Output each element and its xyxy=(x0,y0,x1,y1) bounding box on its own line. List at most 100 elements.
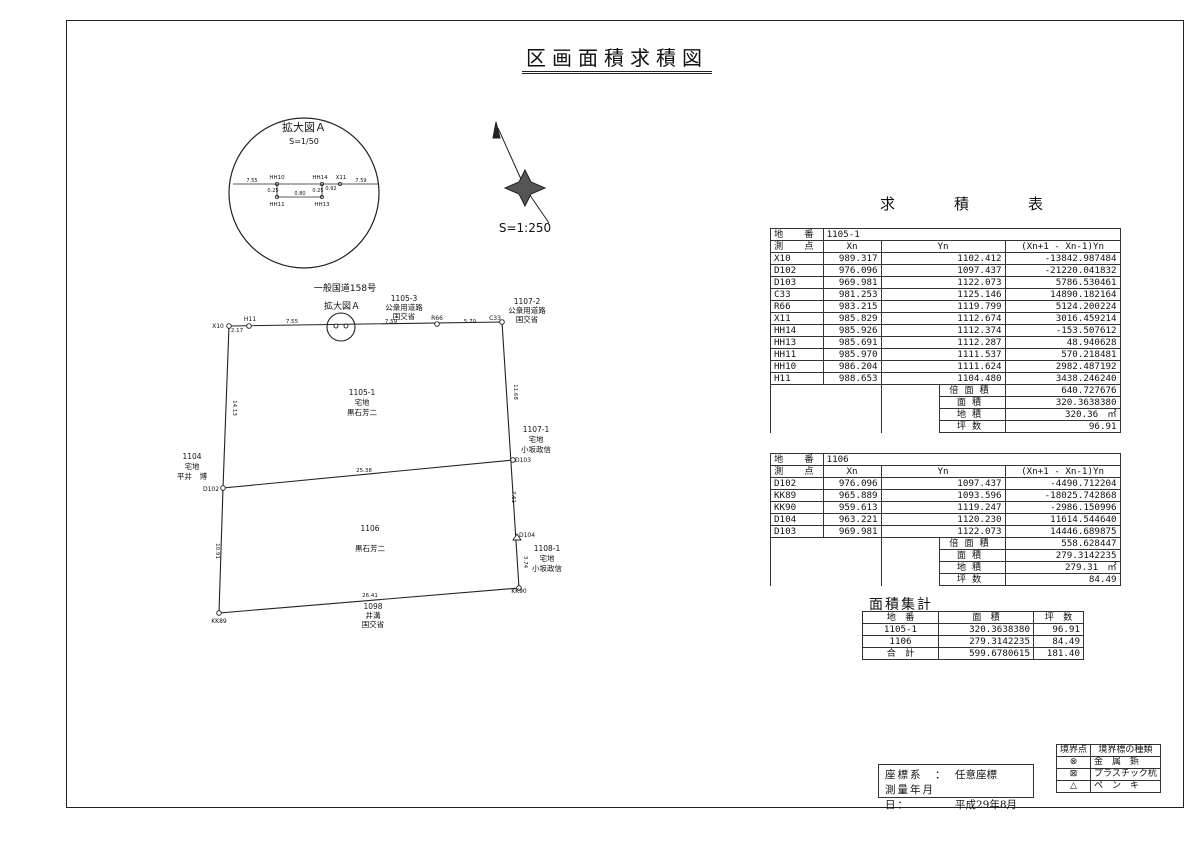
blank-cell xyxy=(770,573,882,586)
dim-label: 14.13 xyxy=(231,400,237,416)
detail-label: HH11 xyxy=(269,202,284,208)
summary-total-row: 合 計 599.6780615 181.40 xyxy=(862,647,1084,660)
blank-cell xyxy=(880,420,940,433)
detail-dim: 0.92 xyxy=(325,186,336,192)
summary-cell: 合 計 xyxy=(862,647,939,660)
point-label: D102 xyxy=(203,486,219,493)
adjacent-lot: 1098 xyxy=(363,602,382,611)
north-arrow-icon xyxy=(492,121,550,224)
col-header: 測 点 xyxy=(770,465,824,478)
table-cell: 279.31 ㎡ xyxy=(1004,561,1121,574)
table-cell: HH13 xyxy=(770,336,824,349)
calc-table-1105-1: 地 番 1105-1 測 点 Xn Yn (Xn+1 - Xn-1)Yn X10… xyxy=(770,228,1121,433)
legend-label: 金 属 鋲 xyxy=(1090,756,1161,769)
coord-system-label: 座標系 ： xyxy=(885,769,948,781)
col-header: Yn xyxy=(880,465,1006,478)
point-label: R66 xyxy=(431,315,443,322)
table-cell: 988.653 xyxy=(822,372,882,385)
table-cell: D102 xyxy=(770,477,824,490)
table-cell: 5786.530461 xyxy=(1004,276,1121,289)
table-cell: HH14 xyxy=(770,324,824,337)
table-cell: 面積 xyxy=(938,549,1006,562)
dim-label: 26.41 xyxy=(362,593,378,599)
blank-cell xyxy=(880,561,940,574)
point-label: D104 xyxy=(519,532,535,539)
table-cell: 1104.480 xyxy=(880,372,1006,385)
table-cell: 14446.689875 xyxy=(1004,525,1121,538)
table-cell: 1097.437 xyxy=(880,264,1006,277)
table-cell: 320.36 ㎡ xyxy=(1004,408,1121,421)
col-header: 測 点 xyxy=(770,240,824,253)
table-cell: 985.970 xyxy=(822,348,882,361)
table-cell: 1112.374 xyxy=(880,324,1006,337)
table-cell: 969.981 xyxy=(822,276,882,289)
adjacent-lot: 1104 xyxy=(182,452,201,461)
table-cell: 5124.200224 xyxy=(1004,300,1121,313)
adjacent-lot: 井溝 xyxy=(366,610,381,620)
coord-system-value: 任意座標 xyxy=(955,769,997,781)
adjacent-lot: 国交省 xyxy=(516,314,539,324)
legend-header: 境界点 xyxy=(1055,744,1092,757)
table-cell: 2982.487192 xyxy=(1004,360,1121,373)
table-cell: 1119.799 xyxy=(880,300,1006,313)
table-cell: 14890.182164 xyxy=(1004,288,1121,301)
table-cell: 1102.412 xyxy=(880,252,1006,265)
lot-label: 宅地 xyxy=(355,397,370,407)
detail-scale: S=1/50 xyxy=(289,137,319,146)
table-cell: 11614.544640 xyxy=(1004,513,1121,526)
table-cell: 地積 xyxy=(938,408,1006,421)
table-cell: D103 xyxy=(770,276,824,289)
point-label: C33 xyxy=(489,315,501,322)
chiban-value: 1105-1 xyxy=(822,228,1121,241)
table-cell: 坪数 xyxy=(938,573,1006,586)
blank-cell xyxy=(880,573,940,586)
blank-cell xyxy=(770,384,882,397)
point-label: X10 xyxy=(212,323,224,330)
table-cell: 976.096 xyxy=(822,264,882,277)
table-cell: 558.628447 xyxy=(1004,537,1121,550)
col-header: (Xn+1 - Xn-1)Yn xyxy=(1004,465,1121,478)
table-cell: 倍面積 xyxy=(938,384,1006,397)
table-cell: D103 xyxy=(770,525,824,538)
summary-cell: 279.3142235 xyxy=(938,635,1034,648)
table-cell: 1097.437 xyxy=(880,477,1006,490)
summary-table: 地 番 面 積 坪 数 1105-1 320.3638380 96.91 110… xyxy=(862,611,1084,660)
dim-label: 3.74 xyxy=(522,556,528,569)
table-cell: 965.889 xyxy=(822,489,882,502)
table-cell: KK90 xyxy=(770,501,824,514)
dim-label: 7.59 xyxy=(385,319,398,325)
dim-label: 7.55 xyxy=(286,319,299,325)
adjacent-lot: 宅地 xyxy=(185,461,200,471)
summary-cell: 1105-1 xyxy=(862,623,939,636)
summary-row: 1106 279.3142235 84.49 xyxy=(862,635,1084,648)
summary-cell: 1106 xyxy=(862,635,939,648)
table-cell: 1120.230 xyxy=(880,513,1006,526)
adjacent-lot: 公衆用道路 xyxy=(508,305,546,315)
detail-label: HH14 xyxy=(312,175,328,181)
detail-label: HH13 xyxy=(314,202,330,208)
table-cell: 1122.073 xyxy=(880,276,1006,289)
table-cell: -18025.742868 xyxy=(1004,489,1121,502)
table-cell: 963.221 xyxy=(822,513,882,526)
adjacent-lot: 平井 博 xyxy=(177,471,207,481)
drawing-frame xyxy=(66,20,1184,808)
detail-title: 拡大図Ａ xyxy=(282,120,326,134)
table-cell: 3438.246240 xyxy=(1004,372,1121,385)
plastic-stake-icon: ⊠ xyxy=(1055,768,1092,781)
detail-dim: 7.59 xyxy=(355,178,366,184)
adjacent-lot: 1107-2 xyxy=(514,297,541,306)
point-label: H11 xyxy=(244,316,256,323)
